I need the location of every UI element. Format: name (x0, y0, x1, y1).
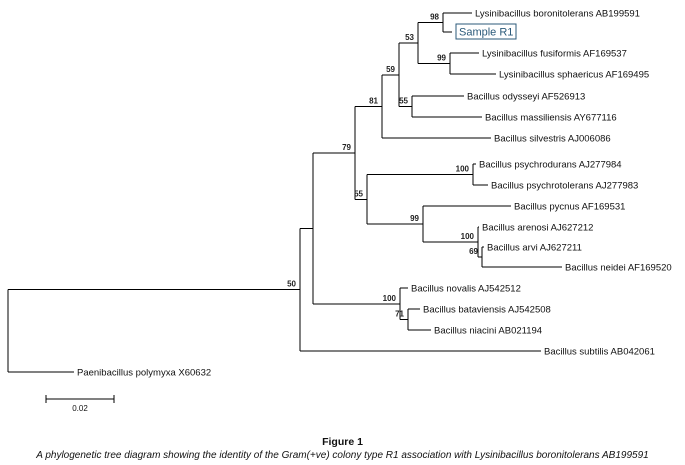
leaf-label: Bacillus novalis AJ542512 (411, 284, 521, 295)
bootstrap-value: 99 (410, 214, 419, 223)
leaf-label: Bacillus silvestris AJ006086 (494, 134, 611, 145)
leaf-label: Lysinibacillus boronitolerans AB199591 (475, 9, 640, 20)
bootstrap-value: 59 (386, 65, 395, 74)
figure-caption: A phylogenetic tree diagram showing the … (36, 450, 649, 461)
bootstrap-value: 79 (342, 143, 351, 152)
bootstrap-value: 53 (405, 33, 414, 42)
bootstrap-value: 100 (383, 294, 397, 303)
leaf-label: Bacillus bataviensis AJ542508 (423, 305, 551, 316)
bootstrap-labels: 98 99 53 55 59 81 100 69 100 99 55 79 71 100 50 (287, 13, 478, 319)
scale-bar-label: 0.02 (72, 404, 88, 413)
highlight-box (455, 23, 517, 40)
leaf-label: Paenibacillus polymyxa X60632 (77, 368, 211, 379)
leaf-label: Bacillus psychrotolerans AJ277983 (491, 181, 638, 192)
scale-bar: 0.02 (45, 395, 115, 413)
leaf-label: Lysinibacillus fusiformis AF169537 (482, 49, 627, 60)
tree-branches (7, 12, 562, 373)
phylogenetic-tree: Lysinibacillus boronitolerans AB199591Sa… (7, 9, 672, 413)
figure-title: Figure 1 (322, 436, 363, 448)
bootstrap-value: 99 (437, 54, 446, 63)
leaf-label: Bacillus neidei AF169520 (565, 263, 672, 274)
bootstrap-value: 55 (354, 189, 363, 198)
bootstrap-value: 81 (369, 96, 378, 105)
leaf-label: Bacillus massiliensis AY677116 (485, 113, 617, 124)
leaf-label: Bacillus arenosi AJ627212 (482, 223, 593, 234)
bootstrap-value: 69 (469, 247, 478, 256)
bootstrap-value: 100 (456, 165, 470, 174)
leaf-label: Sample R1 (459, 27, 513, 39)
bootstrap-value: 98 (430, 13, 439, 22)
leaf-label: Bacillus arvi AJ627211 (487, 243, 582, 254)
bootstrap-value: 55 (399, 97, 408, 106)
leaf-labels: Lysinibacillus boronitolerans AB199591Sa… (77, 9, 672, 379)
leaf-label: Bacillus subtilis AB042061 (544, 347, 655, 358)
leaf-label: Bacillus niacini AB021194 (434, 326, 542, 337)
leaf-label: Bacillus psychrodurans AJ277984 (479, 160, 622, 171)
bootstrap-value: 100 (461, 232, 475, 241)
leaf-label: Lysinibacillus sphaericus AF169495 (499, 70, 649, 81)
leaf-label: Bacillus pycnus AF169531 (514, 202, 625, 213)
bootstrap-value: 50 (287, 280, 296, 289)
bootstrap-value: 71 (395, 310, 404, 319)
leaf-label: Bacillus odysseyi AF526913 (467, 92, 585, 103)
